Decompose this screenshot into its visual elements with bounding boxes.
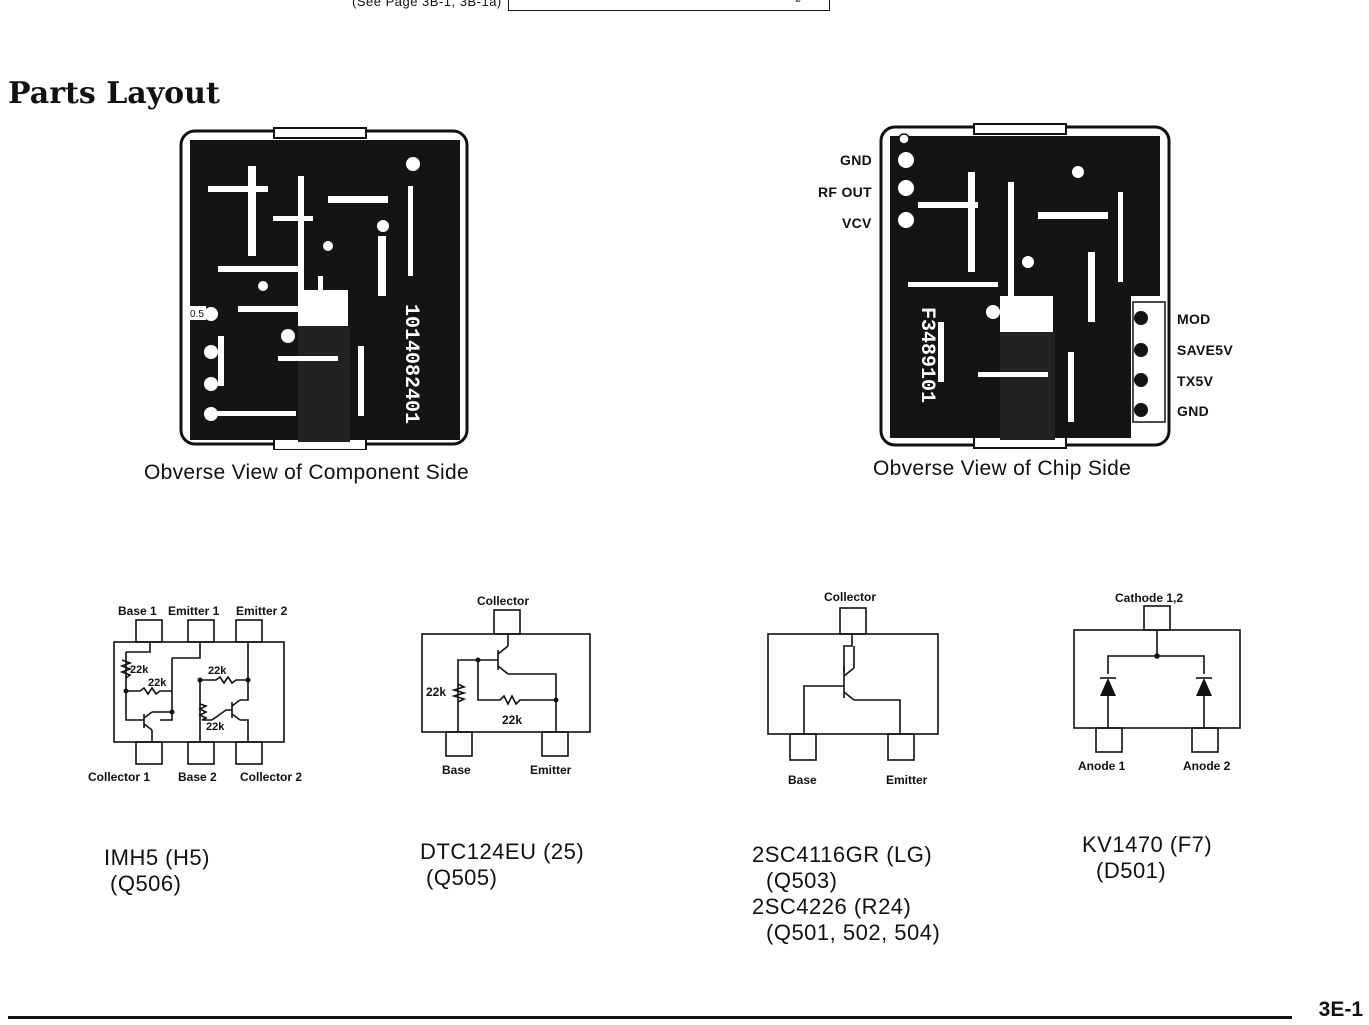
pin-label-save5v: SAVE5V bbox=[1177, 342, 1234, 358]
2sc4116gr-label-base: Base bbox=[788, 773, 817, 787]
caption-chip-side: Obverse View of Chip Side bbox=[873, 457, 1132, 480]
dtc124eu-part-ref: (Q505) bbox=[426, 865, 498, 890]
dtc124eu-label-collector: Collector bbox=[477, 594, 530, 608]
imh5-part-name: IMH5 (H5) bbox=[104, 845, 210, 870]
dtc124eu-label-base: Base bbox=[442, 763, 471, 777]
imh5-resistor-3: 22k bbox=[208, 665, 227, 677]
imh5-resistor-1: 22k bbox=[130, 664, 149, 676]
dtc124eu-part-name: DTC124EU (25) bbox=[420, 839, 585, 864]
pin-label-vcv: VCV bbox=[842, 215, 872, 231]
board-id-chip: F3489101 bbox=[915, 307, 938, 403]
imh5-label-collector2: Collector 2 bbox=[240, 770, 303, 784]
pin-label-tx5v: TX5V bbox=[1177, 373, 1214, 389]
section-title: Parts Layout bbox=[8, 76, 220, 111]
imh5-label-collector1: Collector 1 bbox=[88, 770, 151, 784]
dtc124eu-resistor-1: 22k bbox=[426, 685, 446, 699]
pcb-component-side: 0.5 1014082401 bbox=[179, 127, 469, 450]
imh5-resistor-2: 22k bbox=[148, 677, 167, 689]
kv1470-label-cathode: Cathode 1,2 bbox=[1115, 591, 1184, 605]
imh5-package-diagram: 22k 22k 22k 22k bbox=[113, 619, 285, 765]
dtc124eu-package-diagram: 22k 22k bbox=[421, 609, 591, 757]
board-id-component: 1014082401 bbox=[399, 304, 422, 424]
board-mark-chip: B bbox=[1120, 402, 1127, 413]
pin-label-mod: MOD bbox=[1177, 311, 1211, 327]
dtc124eu-resistor-2: 22k bbox=[502, 713, 522, 727]
pin-label-gnd-right: GND bbox=[1177, 403, 1210, 419]
kv1470-label-anode1: Anode 1 bbox=[1078, 759, 1126, 773]
caption-component-side: Obverse View of Component Side bbox=[144, 461, 469, 484]
board-mark-component: 0.5 bbox=[190, 309, 204, 320]
page-number: 3E-1 bbox=[1318, 998, 1363, 1021]
2sc4226-part-ref: (Q501, 502, 504) bbox=[766, 920, 941, 945]
2sc4226-part-name: 2SC4226 (R24) bbox=[752, 894, 912, 919]
dtc124eu-label-emitter: Emitter bbox=[530, 763, 572, 777]
2sc4116gr-part-name: 2SC4116GR (LG) bbox=[752, 842, 933, 867]
2sc4116gr-part-ref: (Q503) bbox=[766, 868, 838, 893]
kv1470-package-diagram bbox=[1073, 605, 1241, 753]
2sc4116gr-label-collector: Collector bbox=[824, 590, 877, 604]
imh5-label-emitter1: Emitter 1 bbox=[168, 604, 220, 618]
imh5-resistor-4: 22k bbox=[206, 721, 225, 733]
imh5-label-emitter2: Emitter 2 bbox=[236, 604, 288, 618]
reference-box: ø bbox=[508, 0, 830, 11]
imh5-part-ref: (Q506) bbox=[110, 871, 182, 896]
pin-label-gnd-left: GND bbox=[840, 152, 873, 168]
footer-rule bbox=[8, 1016, 1292, 1019]
pin-label-rf-out: RF OUT bbox=[818, 184, 872, 200]
pcb-chip-side: B F3489101 bbox=[879, 123, 1171, 449]
kv1470-label-anode2: Anode 2 bbox=[1183, 759, 1231, 773]
2sc4116gr-label-emitter: Emitter bbox=[886, 773, 928, 787]
kv1470-part-ref: (D501) bbox=[1096, 858, 1167, 883]
imh5-label-base1: Base 1 bbox=[118, 604, 157, 618]
2sc4116gr-package-diagram bbox=[767, 607, 939, 761]
kv1470-part-name: KV1470 (F7) bbox=[1082, 832, 1213, 857]
box-mark: ø bbox=[796, 0, 802, 4]
page-reference: (See Page 3B-1, 3B-1a) bbox=[352, 0, 502, 9]
imh5-label-base2: Base 2 bbox=[178, 770, 217, 784]
